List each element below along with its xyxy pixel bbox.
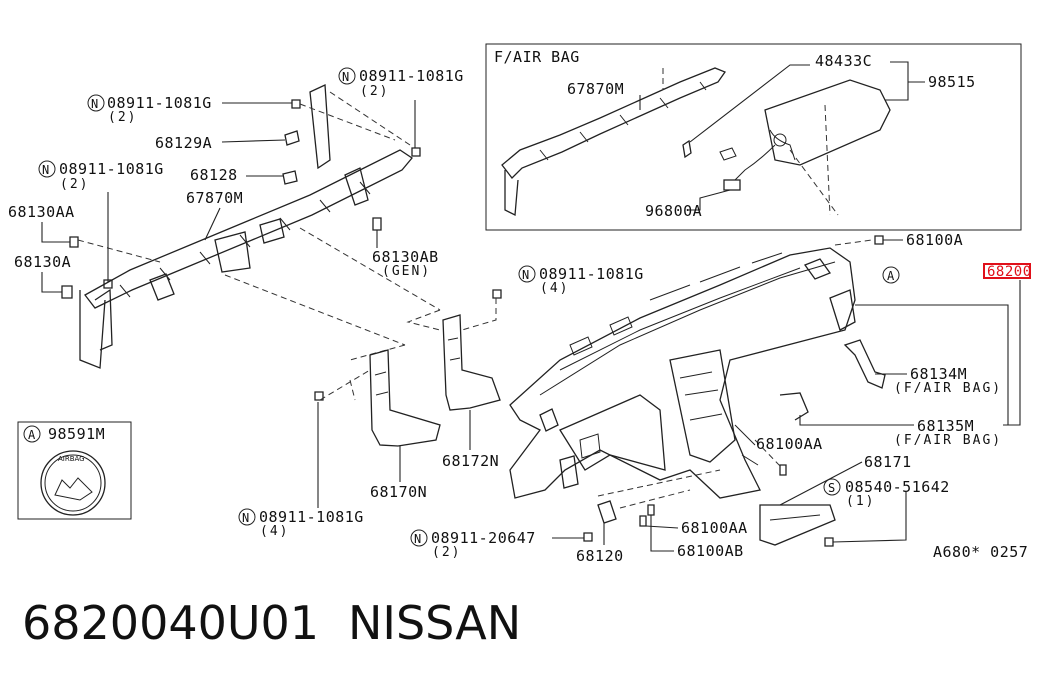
- svg-text:N: N: [42, 163, 49, 177]
- airbag-inset: F/AIR BAG 48433C 98515 67870M 96800A: [485, 43, 1022, 231]
- bolt-68130a: [61, 285, 73, 299]
- ref-code: A680* 0257: [933, 543, 1028, 561]
- label-08911-1081g-left: 08911-1081G: [107, 94, 212, 112]
- center-stack: [669, 349, 736, 463]
- screw-68100aa-lower: [639, 515, 647, 527]
- svg-text:(2): (2): [108, 110, 137, 125]
- left-bracket: [79, 290, 106, 369]
- callouts: 08911-1081G (2) 08911-1081G (2) 68129A 6…: [8, 67, 1032, 565]
- label-67870m-inset: 67870M: [567, 80, 624, 98]
- right-vent: [829, 289, 856, 331]
- label-68134m: 68134M: [910, 365, 967, 383]
- svg-text:S: S: [828, 481, 835, 495]
- legend-box: A 98591M AIRBAG: [17, 421, 132, 520]
- cluster-opening: [559, 394, 666, 471]
- label-68120: 68120: [576, 547, 624, 565]
- svg-text:(2): (2): [360, 84, 389, 99]
- side-brackets: [314, 289, 502, 447]
- connector-96800a: [723, 179, 741, 191]
- svg-text:N: N: [91, 97, 98, 111]
- legend-frame: [17, 421, 132, 520]
- label-08911-1081g-mid: 08911-1081G: [59, 160, 164, 178]
- label-68130a: 68130A: [14, 253, 71, 271]
- label-68135m: 68135M: [917, 417, 974, 435]
- label-96800a: 96800A: [645, 202, 702, 220]
- upper-bracket: [309, 84, 331, 170]
- label-68129a: 68129A: [155, 134, 212, 152]
- bracket-68120: [597, 500, 617, 524]
- bracket-68135m: [779, 392, 809, 421]
- inset-frame: [485, 43, 1022, 231]
- svg-text:(2): (2): [60, 177, 89, 192]
- emblem-icon: [54, 477, 93, 501]
- label-08911-1081g-top: 08911-1081G: [359, 67, 464, 85]
- label-08911-1081g-right: 08911-1081G: [539, 265, 644, 283]
- screw-08540-51642: [824, 537, 834, 547]
- label-68128: 68128: [190, 166, 238, 184]
- label-68172n: 68172N: [442, 452, 499, 470]
- label-68200: 68200: [987, 264, 1032, 280]
- svg-text:(F/AIR BAG): (F/AIR BAG): [894, 381, 1002, 396]
- svg-text:(1): (1): [846, 494, 875, 509]
- bracket-68171: [759, 504, 836, 546]
- svg-text:(2): (2): [432, 545, 461, 560]
- screw-68100ab: [647, 504, 655, 516]
- svg-text:N: N: [242, 511, 249, 525]
- panel-68200: [509, 247, 856, 499]
- label-68130ab: 68130AB: [372, 248, 439, 266]
- steering-member: [61, 84, 441, 369]
- label-68100aa-upper: 68100AA: [756, 435, 823, 453]
- label-68130aa: 68130AA: [8, 203, 75, 221]
- inset-bracket: [504, 170, 519, 217]
- airbag-emblem: [40, 450, 106, 516]
- label-08911-1081g-bottom: 08911-1081G: [259, 508, 364, 526]
- svg-text:(F/AIR BAG): (F/AIR BAG): [894, 433, 1002, 448]
- clip-68128: [282, 170, 298, 185]
- screw-68100a: [874, 235, 884, 245]
- brand-name: NISSAN: [348, 596, 522, 650]
- bolt-68130ab: [372, 217, 382, 231]
- bolt-68129a: [284, 130, 300, 146]
- screw-68100aa-upper: [779, 464, 787, 476]
- emblem-text: AIRBAG: [58, 455, 85, 463]
- part-number: 6820040U01: [22, 596, 320, 650]
- label-68171: 68171: [864, 453, 912, 471]
- center-bracket: [214, 231, 251, 273]
- svg-text:(GEN): (GEN): [382, 264, 431, 279]
- svg-text:N: N: [522, 268, 529, 282]
- label-98515: 98515: [928, 73, 976, 91]
- legend-marker: A: [28, 428, 36, 442]
- label-68170n: 68170N: [370, 483, 427, 501]
- svg-text:(4): (4): [540, 281, 569, 296]
- airbag-module: [764, 79, 891, 166]
- beam-67870m: [84, 149, 413, 309]
- label-68100a: 68100A: [906, 231, 963, 249]
- svg-text:(4): (4): [260, 524, 289, 539]
- inset-beam: [501, 67, 727, 179]
- label-08911-20647: 08911-20647: [431, 529, 536, 547]
- highlight-68200: [983, 263, 1031, 279]
- spec-markers: N N N N N N S A: [38, 67, 900, 547]
- bracket-68134m: [843, 339, 886, 389]
- nut-top: [291, 99, 301, 109]
- label-48433c: 48433C: [815, 52, 872, 70]
- instrument-panel: [509, 235, 886, 547]
- a-marker: A: [887, 269, 895, 283]
- bracket-68172n: [442, 314, 501, 411]
- bracket-68170n: [369, 349, 441, 447]
- label-67870m: 67870M: [186, 189, 243, 207]
- svg-text:N: N: [414, 532, 421, 546]
- legend-part-98591m: 98591M: [48, 425, 105, 443]
- bolt-68130aa: [69, 236, 79, 248]
- inset-title: F/AIR BAG: [494, 48, 580, 66]
- label-68100aa-lower: 68100AA: [681, 519, 748, 537]
- svg-text:N: N: [342, 70, 349, 84]
- label-08540-51642: 08540-51642: [845, 478, 950, 496]
- label-68100ab: 68100AB: [677, 542, 744, 560]
